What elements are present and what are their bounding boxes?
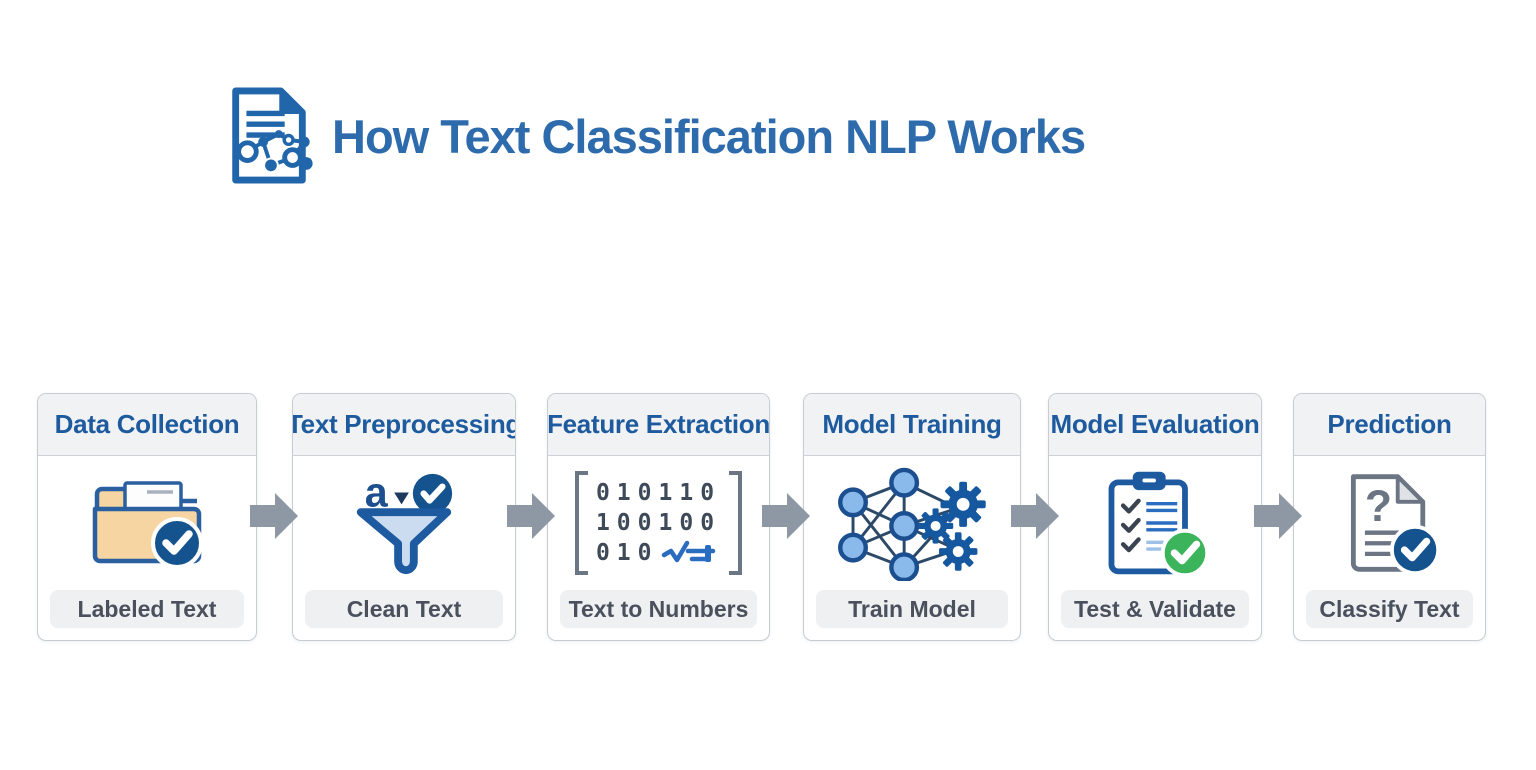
step-icon-area: a [293,456,515,590]
step-card-header: Model Training [804,394,1020,456]
step-icon-area: 010110 100100 010 [548,456,769,590]
step-icon-area [38,456,256,590]
document-network-icon [232,87,313,184]
step-caption-pill: Clean Text [305,590,503,628]
matrix-row: 010 [596,540,721,566]
step-card-data-collection: Data Collection Labeled Text [37,393,257,641]
matrix-bracket-left [574,471,588,575]
step-icon-area: ? [1294,456,1485,590]
folder-check-icon [92,481,203,569]
page-title: How Text Classification NLP Works [332,109,1086,163]
step-caption-pill: Test & Validate [1061,590,1249,628]
matrix-row: 010110 [595,480,722,506]
step-caption: Train Model [848,595,976,622]
step-card-header: Prediction [1294,394,1485,456]
title-row: How Text Classification NLP Works [220,84,1086,188]
step-card-model-evaluation: Model Evaluation Test & Validate [1048,393,1262,641]
step-card-header: Feature Extraction [548,394,769,456]
step-icon-area [804,456,1020,590]
step-card-model-training: Model Training [803,393,1021,641]
step-title: Text Preprocessing [292,409,516,439]
step-caption: Labeled Text [77,595,217,622]
matrix-row: 100100 [595,510,722,536]
flow-arrow-icon [250,493,298,539]
step-caption: Classify Text [1319,595,1460,622]
flow-arrow-icon [1254,493,1302,539]
step-title: Model Evaluation [1050,409,1260,439]
step-caption-pill: Labeled Text [50,590,244,628]
step-title: Prediction [1327,409,1452,439]
step-title: Data Collection [54,409,240,439]
step-icon-area [1049,456,1261,590]
step-card-text-preprocessing: Text Preprocessing a Clean Text [292,393,516,641]
binary-matrix-icon: 010110 100100 010 [574,471,743,575]
step-card-header: Text Preprocessing [293,394,515,456]
formula-check-icon [661,540,715,563]
flow-arrow-icon [1011,493,1059,539]
step-caption-pill: Train Model [816,590,1008,628]
flow-arrow-icon [507,493,555,539]
neural-network-gears-icon [838,467,986,581]
step-card-feature-extraction: Feature Extraction 010110 100100 010 [547,393,770,641]
matrix-row-digits: 010 [595,540,659,566]
step-caption: Text to Numbers [568,595,749,622]
checklist-check-icon [1108,471,1210,578]
step-card-prediction: Prediction ? Classify Text [1293,393,1486,641]
matrix-bracket-right [729,471,743,575]
step-caption: Clean Text [346,595,462,622]
step-card-header: Data Collection [38,394,256,456]
flow-arrow-icon [762,493,810,539]
step-title: Feature Extraction [547,409,770,439]
funnel-check-icon: a [356,469,453,575]
step-caption: Test & Validate [1074,595,1236,622]
step-caption-pill: Text to Numbers [560,590,757,628]
step-title: Model Training [822,409,1002,439]
question-mark: ? [1364,482,1391,531]
funnel-letter: a [365,469,389,515]
gears [917,481,986,571]
document-question-check-icon: ? [1350,474,1440,576]
step-caption-pill: Classify Text [1306,590,1473,628]
step-card-header: Model Evaluation [1049,394,1261,456]
